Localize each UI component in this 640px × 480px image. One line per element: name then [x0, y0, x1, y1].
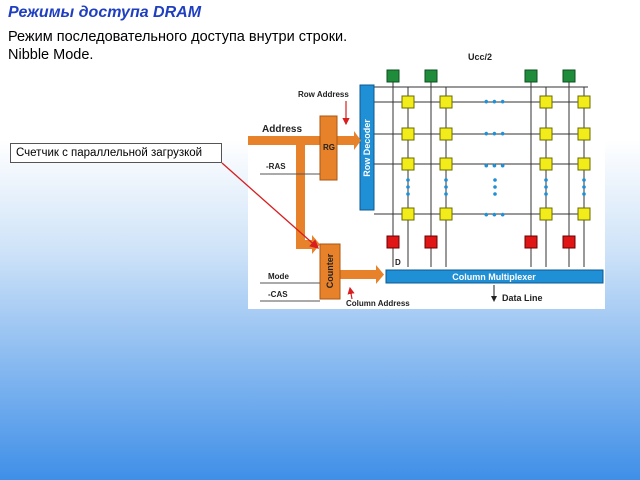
memory-cell: [439, 127, 453, 141]
address-label: Address: [262, 124, 302, 135]
cas-label: -CAS: [268, 290, 288, 299]
counter-block: [319, 243, 341, 300]
sense-amp: [562, 235, 576, 249]
memory-cell: [401, 95, 415, 109]
row-ellipsis: • • • • • • • • • • • •: [484, 94, 505, 222]
sense-amp: [386, 235, 400, 249]
subtitle-line-1: Режим последовательного доступа внутри с…: [8, 29, 348, 45]
slide-subtitle: Режим последовательного доступа внутри с…: [8, 28, 408, 64]
memory-cell: [577, 207, 591, 221]
memory-cells: [401, 95, 591, 221]
dram-diagram-svg: Ucc/2 • • •: [248, 52, 604, 308]
memory-cell: [439, 207, 453, 221]
row-decoder: [359, 84, 375, 211]
rg-register: [319, 115, 338, 181]
memory-cell: [401, 207, 415, 221]
ellipsis-h: • • •: [484, 94, 505, 109]
memory-cell: [539, 207, 553, 221]
column-multiplexer-label: Column Multiplexer: [452, 272, 536, 282]
precharge-cells: [386, 69, 576, 83]
ellipsis-h: • • •: [484, 158, 505, 173]
precharge-cell: [524, 69, 538, 83]
memory-cell: [577, 157, 591, 171]
sense-amp: [424, 235, 438, 249]
row-address-label: Row Address: [298, 90, 349, 99]
data-line-label: Data Line: [502, 293, 543, 303]
column-address-arrow: [347, 286, 355, 300]
callout-box: Счетчик с параллельной загрузкой: [10, 143, 222, 163]
counter-label: Counter: [325, 253, 335, 288]
mode-label: Mode: [268, 272, 289, 281]
column-address-label: Column Address: [346, 299, 410, 308]
subtitle-line-2: Nibble Mode.: [8, 47, 94, 63]
ellipsis-h: • • •: [484, 126, 505, 141]
sense-amplifiers: [386, 235, 576, 249]
ras-label: -RAS: [266, 162, 286, 171]
memory-cell: [439, 95, 453, 109]
memory-cell: [539, 127, 553, 141]
slide-title: Режимы доступа DRAM: [8, 4, 202, 21]
memory-cell: [401, 157, 415, 171]
memory-cell: [539, 157, 553, 171]
precharge-cell: [386, 69, 400, 83]
precharge-cell: [562, 69, 576, 83]
column-ellipsis: [406, 178, 586, 196]
memory-cell: [439, 157, 453, 171]
row-decoder-label: Row Decoder: [362, 119, 372, 177]
vcc-label: Ucc/2: [468, 52, 492, 62]
precharge-cell: [424, 69, 438, 83]
memory-cell: [539, 95, 553, 109]
column-multiplexer: [385, 269, 604, 284]
rg-label: RG: [323, 143, 335, 152]
memory-cell: [577, 95, 591, 109]
d-label: D: [395, 258, 401, 267]
memory-cell: [577, 127, 591, 141]
memory-cell: [401, 127, 415, 141]
sense-amp: [524, 235, 538, 249]
ellipsis-h: • • •: [484, 207, 505, 222]
dram-diagram: Ucc/2 • • •: [248, 52, 605, 309]
